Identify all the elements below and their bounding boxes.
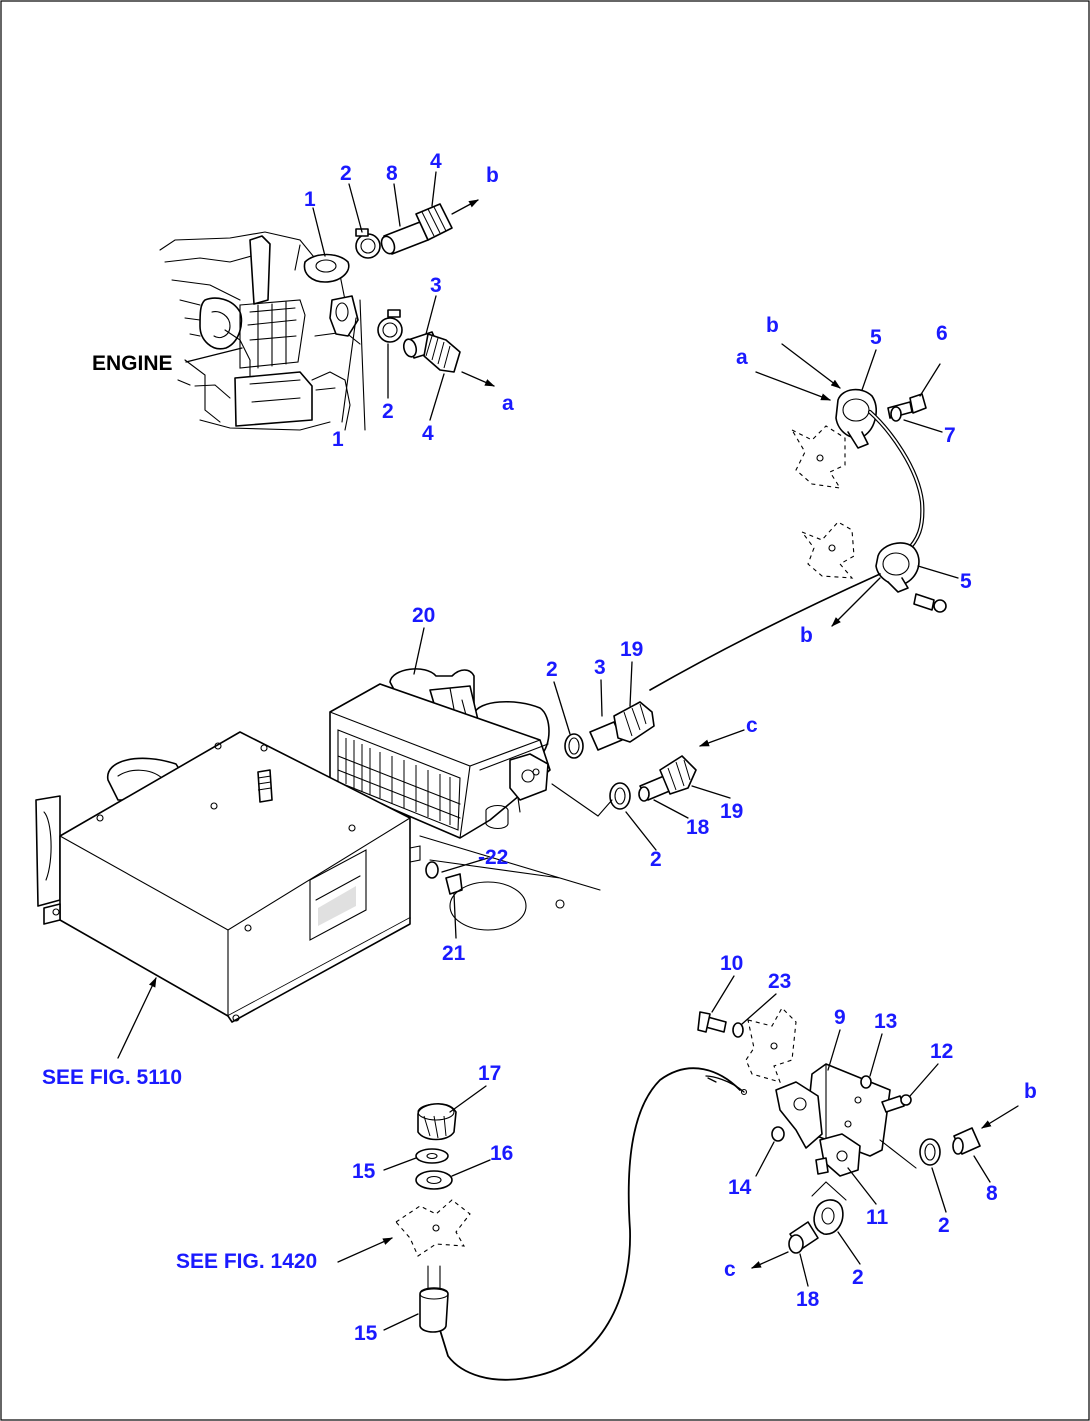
callout-2-valve-right: 2	[938, 1214, 950, 1237]
callout-18-valve: 18	[796, 1288, 820, 1311]
hose-clamp-heater-lower	[609, 782, 631, 810]
callout-3-heater: 3	[594, 656, 606, 679]
callout-19-upper: 19	[620, 638, 643, 661]
callout-5-lower: 5	[960, 570, 972, 593]
callout-17: 17	[478, 1062, 501, 1085]
callout-11: 11	[866, 1206, 889, 1229]
bolt-12	[881, 1094, 912, 1113]
see-fig-5110-label: SEE FIG. 5110	[42, 1066, 182, 1089]
engine-sketch	[159, 231, 366, 431]
see-fig-1420-label: SEE FIG. 1420	[176, 1250, 317, 1273]
hose-clamp-upper	[355, 228, 381, 259]
callout-c-valve: c	[724, 1258, 736, 1281]
callout-23: 23	[768, 970, 791, 993]
callout-4-upper: 4	[430, 150, 442, 173]
callout-1-upper: 1	[304, 188, 316, 211]
fitting-elbow-upper	[303, 253, 350, 283]
callout-4-lower: 4	[422, 422, 434, 445]
callout-2-upper: 2	[340, 162, 352, 185]
callout-21: 21	[442, 942, 466, 965]
callout-9: 9	[834, 1006, 846, 1029]
callout-b-upper-arrow: b	[486, 164, 499, 187]
hose-sleeve-lower-4	[423, 333, 461, 373]
callout-15-upper: 15	[352, 1160, 376, 1183]
callout-2-valve-bottom: 2	[852, 1266, 864, 1289]
service-hole	[449, 881, 527, 931]
callout-6: 6	[936, 322, 948, 345]
bolt-21	[425, 861, 463, 895]
callout-a-right-in: a	[736, 346, 748, 369]
callout-14: 14	[728, 1176, 752, 1199]
callout-18-heater: 18	[686, 816, 710, 839]
callout-19-lower: 19	[720, 800, 743, 823]
control-cable	[431, 1067, 741, 1381]
nut-16	[415, 1170, 453, 1190]
callout-8-valve: 8	[986, 1182, 998, 1205]
nut-13	[860, 1075, 872, 1089]
callout-b-valve: b	[1024, 1080, 1037, 1103]
bolt-10	[697, 1011, 727, 1033]
hose-clamp-valve-right	[919, 1138, 941, 1166]
callout-10: 10	[720, 952, 743, 975]
callout-20: 20	[412, 604, 435, 627]
hose-clamp-5-upper	[835, 388, 877, 449]
control-switch-15	[419, 1265, 449, 1333]
bracket-plate-9-mount	[745, 1007, 797, 1083]
callout-15-lower: 15	[354, 1322, 378, 1345]
hose-sleeve-19-upper	[613, 701, 655, 743]
panel-plate-1420	[395, 1199, 471, 1257]
washer-23	[732, 1022, 744, 1038]
callout-2-heater: 2	[546, 658, 558, 681]
control-knob-17	[417, 1103, 457, 1141]
hose-clamp-lower	[377, 309, 403, 343]
callout-22: -22	[478, 846, 508, 869]
callout-13: 13	[874, 1010, 897, 1033]
callout-5-upper: 5	[870, 326, 882, 349]
callout-b-right-in: b	[766, 314, 779, 337]
valve-11	[775, 1081, 861, 1177]
bracket-plate-lower	[800, 521, 855, 579]
callout-3-engine: 3	[430, 274, 442, 297]
callout-8-upper: 8	[386, 162, 398, 185]
callout-1-lower: 1	[332, 428, 344, 451]
callout-16: 16	[490, 1142, 513, 1165]
nut-14	[771, 1126, 785, 1142]
washer-15	[415, 1148, 449, 1164]
callout-2-heater-lower: 2	[650, 848, 662, 871]
washer-7	[890, 406, 902, 422]
hose-clamp-valve-bottom	[813, 1199, 844, 1235]
callout-a-lower-arrow: a	[502, 392, 514, 415]
callout-2-lower: 2	[382, 400, 394, 423]
cab-box-assembly	[35, 731, 601, 1023]
callout-b-right-out: b	[800, 624, 813, 647]
bolt-lower	[913, 593, 947, 613]
hose-clamp-heater-upper	[564, 733, 584, 759]
fitting-elbow-lower	[329, 295, 359, 337]
callout-7: 7	[944, 424, 956, 447]
bracket-plate-upper	[790, 425, 846, 489]
callout-labels: 1 2 8 4 b 3 2 4 a 1 b 5 6 a 7 5 b 20 2 3…	[304, 150, 1037, 1345]
hose-clamp-5-lower	[875, 542, 920, 593]
hose-sleeve-19-lower	[659, 755, 697, 795]
callout-c-heater: c	[746, 714, 758, 737]
callout-12: 12	[930, 1040, 953, 1063]
engine-label: ENGINE	[92, 352, 173, 375]
